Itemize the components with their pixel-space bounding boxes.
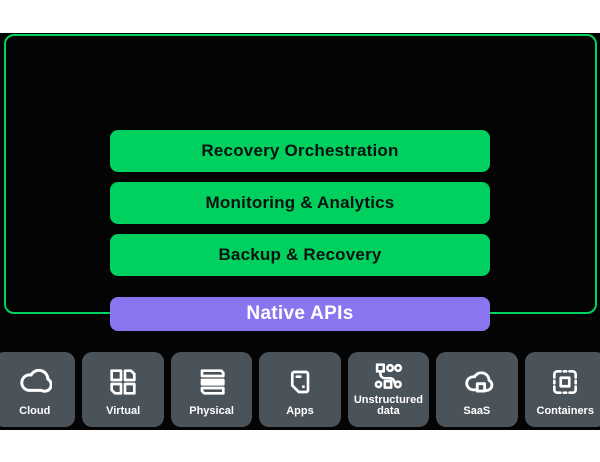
tile-apps: Apps [259,352,341,427]
virtual-icon [107,358,139,406]
tile-saas: SaaS [436,352,518,427]
tile-label: Apps [286,405,314,418]
tile-label: SaaS [463,405,491,418]
layer-label: Recovery Orchestration [201,141,399,160]
tile-virtual: Virtual [82,352,164,427]
tile-cloud: Cloud [0,352,76,427]
cloud-icon [18,358,52,406]
unstructured-data-icon [371,358,405,395]
native-apis-bar: Native APIs [110,297,490,331]
tile-label: Cloud [19,405,51,418]
layer-backup-recovery: Backup & Recovery [110,234,490,276]
tile-label: Containers [536,405,594,418]
apps-icon [284,358,316,406]
tile-unstructured-data: Unstructured data [347,352,430,427]
layer-label: Backup & Recovery [218,245,382,264]
layer-recovery-orchestration: Recovery Orchestration [110,130,490,172]
tile-label: Virtual [106,405,141,418]
tile-physical: Physical [170,352,253,427]
saas-icon [460,358,494,406]
workload-tile-row: Cloud Virtual Physical [0,352,600,427]
layer-label: Monitoring & Analytics [205,193,395,212]
tile-label: Physical [189,405,234,418]
tile-containers: Containers [524,352,600,427]
layer-monitoring-analytics: Monitoring & Analytics [110,182,490,224]
physical-icon [196,358,228,406]
api-bar-label: Native APIs [246,303,354,324]
containers-icon [549,358,581,406]
tile-label: Unstructured data [353,393,423,418]
